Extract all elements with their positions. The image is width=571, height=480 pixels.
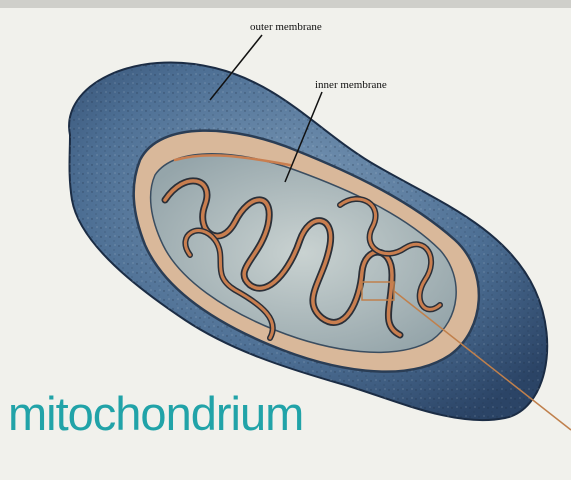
diagram-title: mitochondrium	[8, 390, 303, 437]
inner-membrane-label: inner membrane	[315, 79, 387, 91]
outer-membrane-label: outer membrane	[250, 21, 322, 33]
